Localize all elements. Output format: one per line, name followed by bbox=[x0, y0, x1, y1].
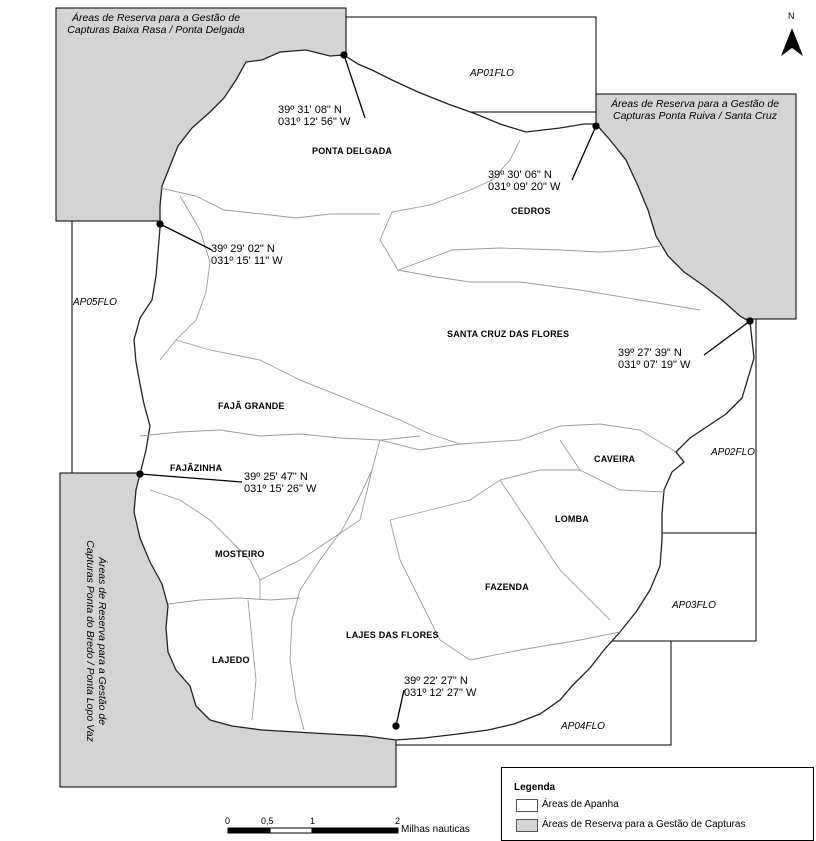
coord-c2-lon: 031º 09' 20" W bbox=[488, 181, 561, 193]
area-label-ap01: AP01FLO bbox=[470, 68, 514, 79]
coord-c1-lon: 031º 12' 56" W bbox=[278, 116, 351, 128]
boundary-caveira-lomba bbox=[559, 439, 665, 493]
reserve-title-baixa-rasa-line1: Áreas de Reserva para a Gestão de bbox=[71, 12, 241, 24]
point-c3 bbox=[156, 220, 164, 228]
leader-c5 bbox=[139, 473, 243, 483]
legend-swatch-apanha bbox=[516, 799, 538, 812]
zone-label-caveira: CAVEIRA bbox=[594, 454, 636, 464]
point-c1 bbox=[340, 51, 348, 59]
north-arrow-right bbox=[792, 28, 803, 56]
scale-tick-05: 0,5 bbox=[261, 816, 274, 826]
boundary-pd-santacruz bbox=[159, 187, 380, 219]
boundary-lomba-fazenda bbox=[389, 469, 580, 521]
legend-title: Legenda bbox=[514, 782, 556, 793]
legend-label-apanha: Áreas de Apanha bbox=[542, 799, 619, 810]
reserve-title-baixa-rasa: Áreas de Reserva para a Gestão de Captur… bbox=[56, 12, 256, 36]
coord-c3-lon: 031º 15' 11" W bbox=[211, 255, 283, 267]
boundary-caveira bbox=[459, 423, 677, 453]
reserve-title-ponta-bredo: Áreas de Reserva para a Gestão de Captur… bbox=[84, 531, 108, 751]
boundary-faja-santacruz bbox=[175, 339, 461, 445]
scale-unit: Milhas nauticas bbox=[401, 824, 470, 835]
coord-label-c1: 39º 31' 08" N 031º 12' 56" W bbox=[278, 104, 350, 128]
zone-label-lajes: LAJES DAS FLORES bbox=[346, 630, 439, 640]
leader-c3 bbox=[159, 223, 213, 251]
reserve-title-ponta-bredo-line1: Áreas de Reserva para a Gestão de bbox=[96, 556, 108, 726]
zone-label-santa-cruz: SANTA CRUZ DAS FLORES bbox=[447, 329, 570, 339]
scale-tick-0: 0 bbox=[225, 816, 231, 826]
scale-bar bbox=[227, 827, 399, 834]
boundary-cedros-santacruz bbox=[397, 269, 701, 311]
leader-c1 bbox=[343, 54, 366, 119]
boundary-mosteiro-lajes bbox=[259, 469, 373, 581]
scale-seg-3 bbox=[311, 827, 399, 834]
point-c2 bbox=[592, 122, 600, 130]
boundary-fazenda-lomba bbox=[499, 479, 611, 621]
area-label-ap03: AP03FLO bbox=[672, 600, 716, 611]
boundary-lajedo-lajes bbox=[247, 599, 257, 721]
reserve-title-ponta-ruiva: Áreas de Reserva para a Gestão de Captur… bbox=[597, 98, 793, 122]
leader-c4 bbox=[703, 320, 751, 356]
reserve-title-ponta-bredo-line2: Capturas Ponta do Bredo / Ponta Lopo Vaz bbox=[84, 540, 96, 742]
zone-label-fajazinha: FAJÃZINHA bbox=[170, 463, 223, 473]
zone-label-fazenda: FAZENDA bbox=[485, 582, 529, 592]
reserve-title-baixa-rasa-line2: Capturas Baixa Rasa / Ponta Delgada bbox=[67, 24, 245, 36]
leader-c2 bbox=[571, 125, 597, 181]
legend-swatch-reserva bbox=[516, 819, 538, 832]
boundary-east-inner bbox=[379, 439, 461, 451]
coord-c5-lon: 031º 15' 26" W bbox=[244, 483, 317, 495]
zone-label-cedros: CEDROS bbox=[511, 206, 551, 216]
area-label-ap05: AP05FLO bbox=[73, 297, 117, 308]
boundary-fazenda-east bbox=[389, 519, 621, 661]
scale-tick-1: 1 bbox=[310, 816, 316, 826]
coordinate-markers bbox=[136, 51, 754, 730]
scale-seg-2 bbox=[269, 827, 313, 834]
zone-label-ponta-delgada: PONTA DELGADA bbox=[312, 146, 393, 156]
legend-label-reserva: Áreas de Reserva para a Gestão de Captur… bbox=[542, 819, 746, 830]
leader-c6 bbox=[395, 689, 405, 727]
north-arrow-left bbox=[781, 28, 792, 56]
point-c5 bbox=[136, 470, 144, 478]
coord-c1-lat: 39º 31' 08" N bbox=[278, 104, 342, 116]
point-c4 bbox=[746, 317, 754, 325]
coord-c2-lat: 39º 30' 06" N bbox=[488, 169, 552, 181]
zone-label-faja-grande: FAJÃ GRANDE bbox=[218, 401, 285, 411]
scale-tick-2: 2 bbox=[395, 816, 401, 826]
legend: Legenda Áreas de Apanha Áreas de Reserva… bbox=[501, 767, 814, 841]
zone-label-lajedo: LAJEDO bbox=[212, 655, 250, 665]
coord-c6-lon: 031º 12' 27" W bbox=[404, 687, 477, 699]
coord-label-c6: 39º 22' 27" N 031º 12' 27" W bbox=[404, 675, 476, 699]
area-label-ap02: AP02FLO bbox=[711, 447, 755, 458]
coord-c3-lat: 39º 29' 02" N bbox=[211, 243, 275, 255]
reserve-title-ponta-ruiva-line1: Áreas de Reserva para a Gestão de bbox=[610, 98, 780, 110]
boundary-central-south bbox=[289, 439, 381, 731]
coord-label-c5: 39º 25' 47" N 031º 15' 26" W bbox=[244, 471, 316, 495]
coord-c6-lat: 39º 22' 27" N bbox=[404, 675, 468, 687]
reserve-title-ponta-ruiva-line2: Capturas Ponta Ruiva / Santa Cruz bbox=[612, 110, 777, 122]
area-label-ap04: AP04FLO bbox=[561, 721, 605, 732]
coord-c5-lat: 39º 25' 47" N bbox=[244, 471, 308, 483]
coord-c4-lon: 031º 07' 19" W bbox=[618, 359, 691, 371]
zone-boundaries bbox=[139, 139, 701, 731]
coord-c4-lat: 39º 27' 39" N bbox=[618, 347, 682, 359]
coord-label-c3: 39º 29' 02" N 031º 15' 11" W bbox=[211, 243, 283, 267]
coord-label-c4: 39º 27' 39" N 031º 07' 19" W bbox=[618, 347, 690, 371]
coord-label-c2: 39º 30' 06" N 031º 09' 20" W bbox=[488, 169, 560, 193]
north-arrow bbox=[781, 28, 803, 56]
boundary-faja-fajazinha bbox=[139, 429, 421, 441]
point-c6 bbox=[392, 722, 400, 730]
island-shape bbox=[133, 49, 755, 741]
boundary-mosteiro-lajedo bbox=[167, 597, 301, 605]
scale-seg-1 bbox=[227, 827, 271, 834]
zone-label-mosteiro: MOSTEIRO bbox=[215, 549, 265, 559]
zone-label-lomba: LOMBA bbox=[555, 514, 589, 524]
north-label: N bbox=[788, 11, 795, 21]
